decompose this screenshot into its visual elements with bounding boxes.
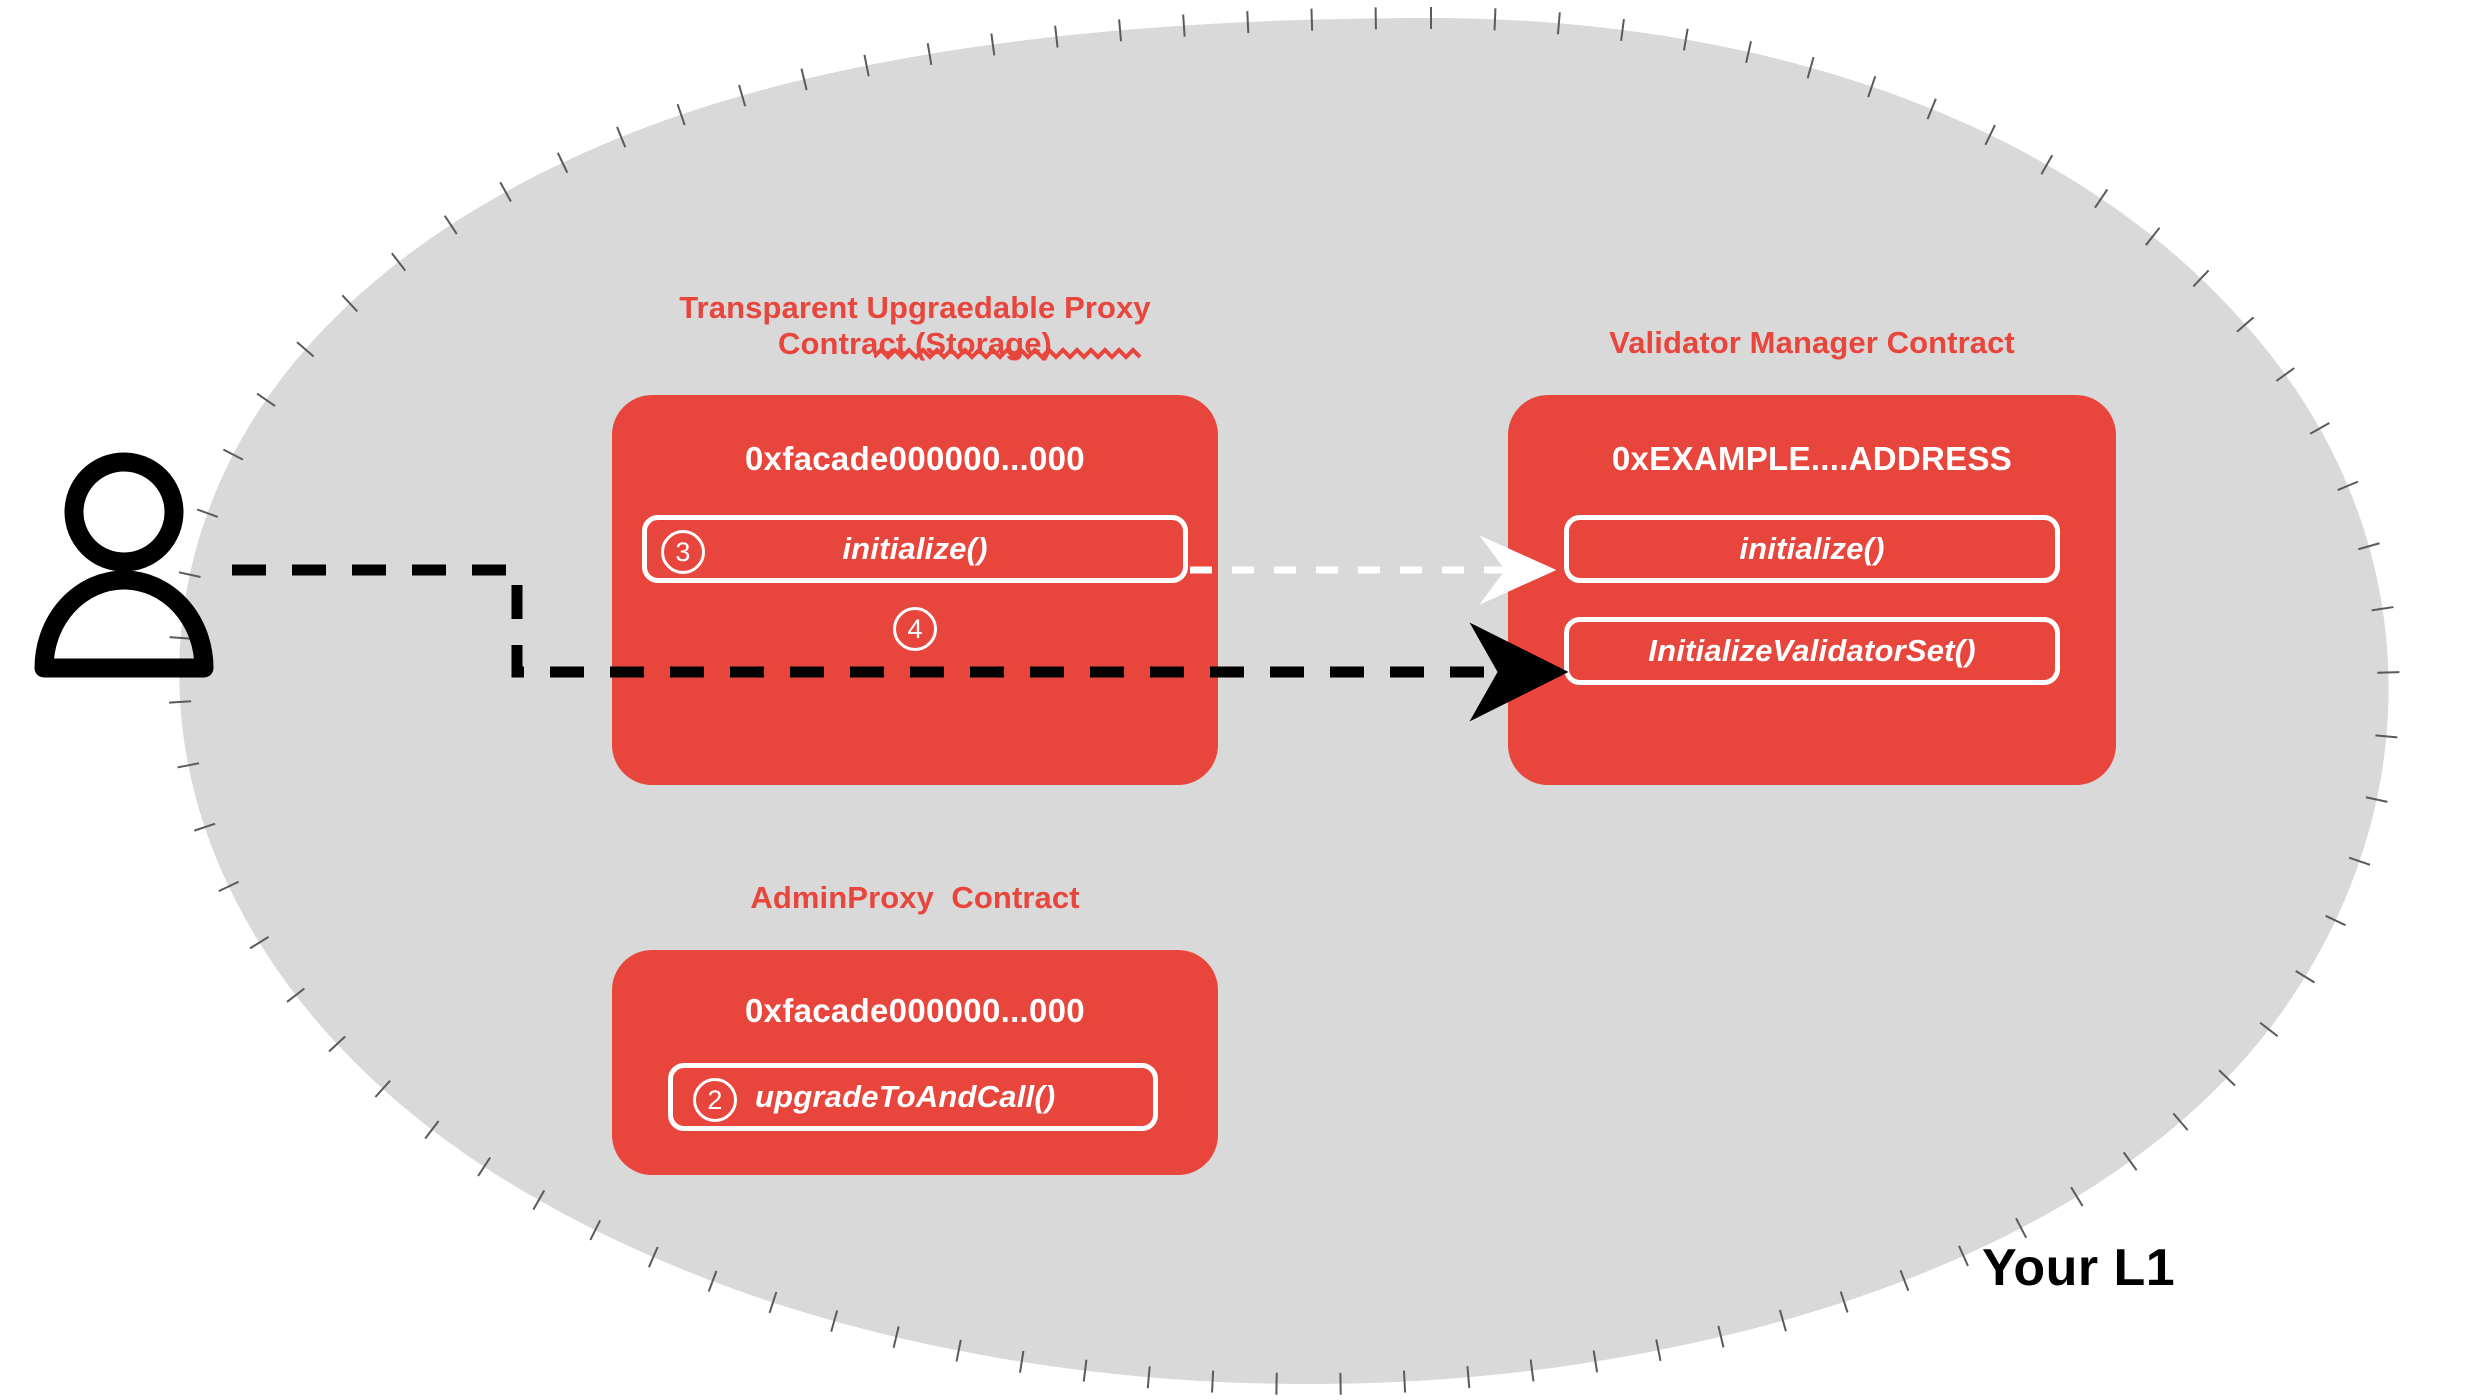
step-badge-4: 4: [893, 607, 937, 651]
contract-box-proxy[interactable]: 0xfacade000000...000 3 initialize() 4: [612, 395, 1218, 785]
edge-user-to-initialize-validator-set: [232, 564, 1569, 722]
contract-title-proxy: Transparent Upgraedable Proxy Contract (…: [679, 290, 1151, 361]
region-label-your-l1: Your L1: [1982, 1239, 2176, 1297]
spellcheck-squiggle-icon: [874, 347, 1142, 360]
contract-address-proxy: 0xfacade000000...000: [745, 440, 1085, 477]
person-icon: [34, 452, 214, 678]
step-badge-2: 2: [693, 1078, 737, 1122]
step-badge-3: 3: [661, 530, 705, 574]
contract-address-admin-proxy: 0xfacade000000...000: [745, 992, 1085, 1029]
contract-validator-manager: Validator Manager Contract 0xEXAMPLE....…: [1508, 290, 2116, 785]
contract-title-admin-proxy: AdminProxy Contract: [750, 880, 1080, 915]
contract-box-validator-manager[interactable]: 0xEXAMPLE....ADDRESS initialize() Initia…: [1508, 395, 2116, 785]
contract-address-validator-manager: 0xEXAMPLE....ADDRESS: [1611, 440, 2013, 477]
contract-title-validator-manager: Validator Manager Contract: [1609, 325, 2015, 360]
contract-transparent-upgradeable-proxy: Transparent Upgraedable Proxy Contract (…: [612, 290, 1218, 785]
